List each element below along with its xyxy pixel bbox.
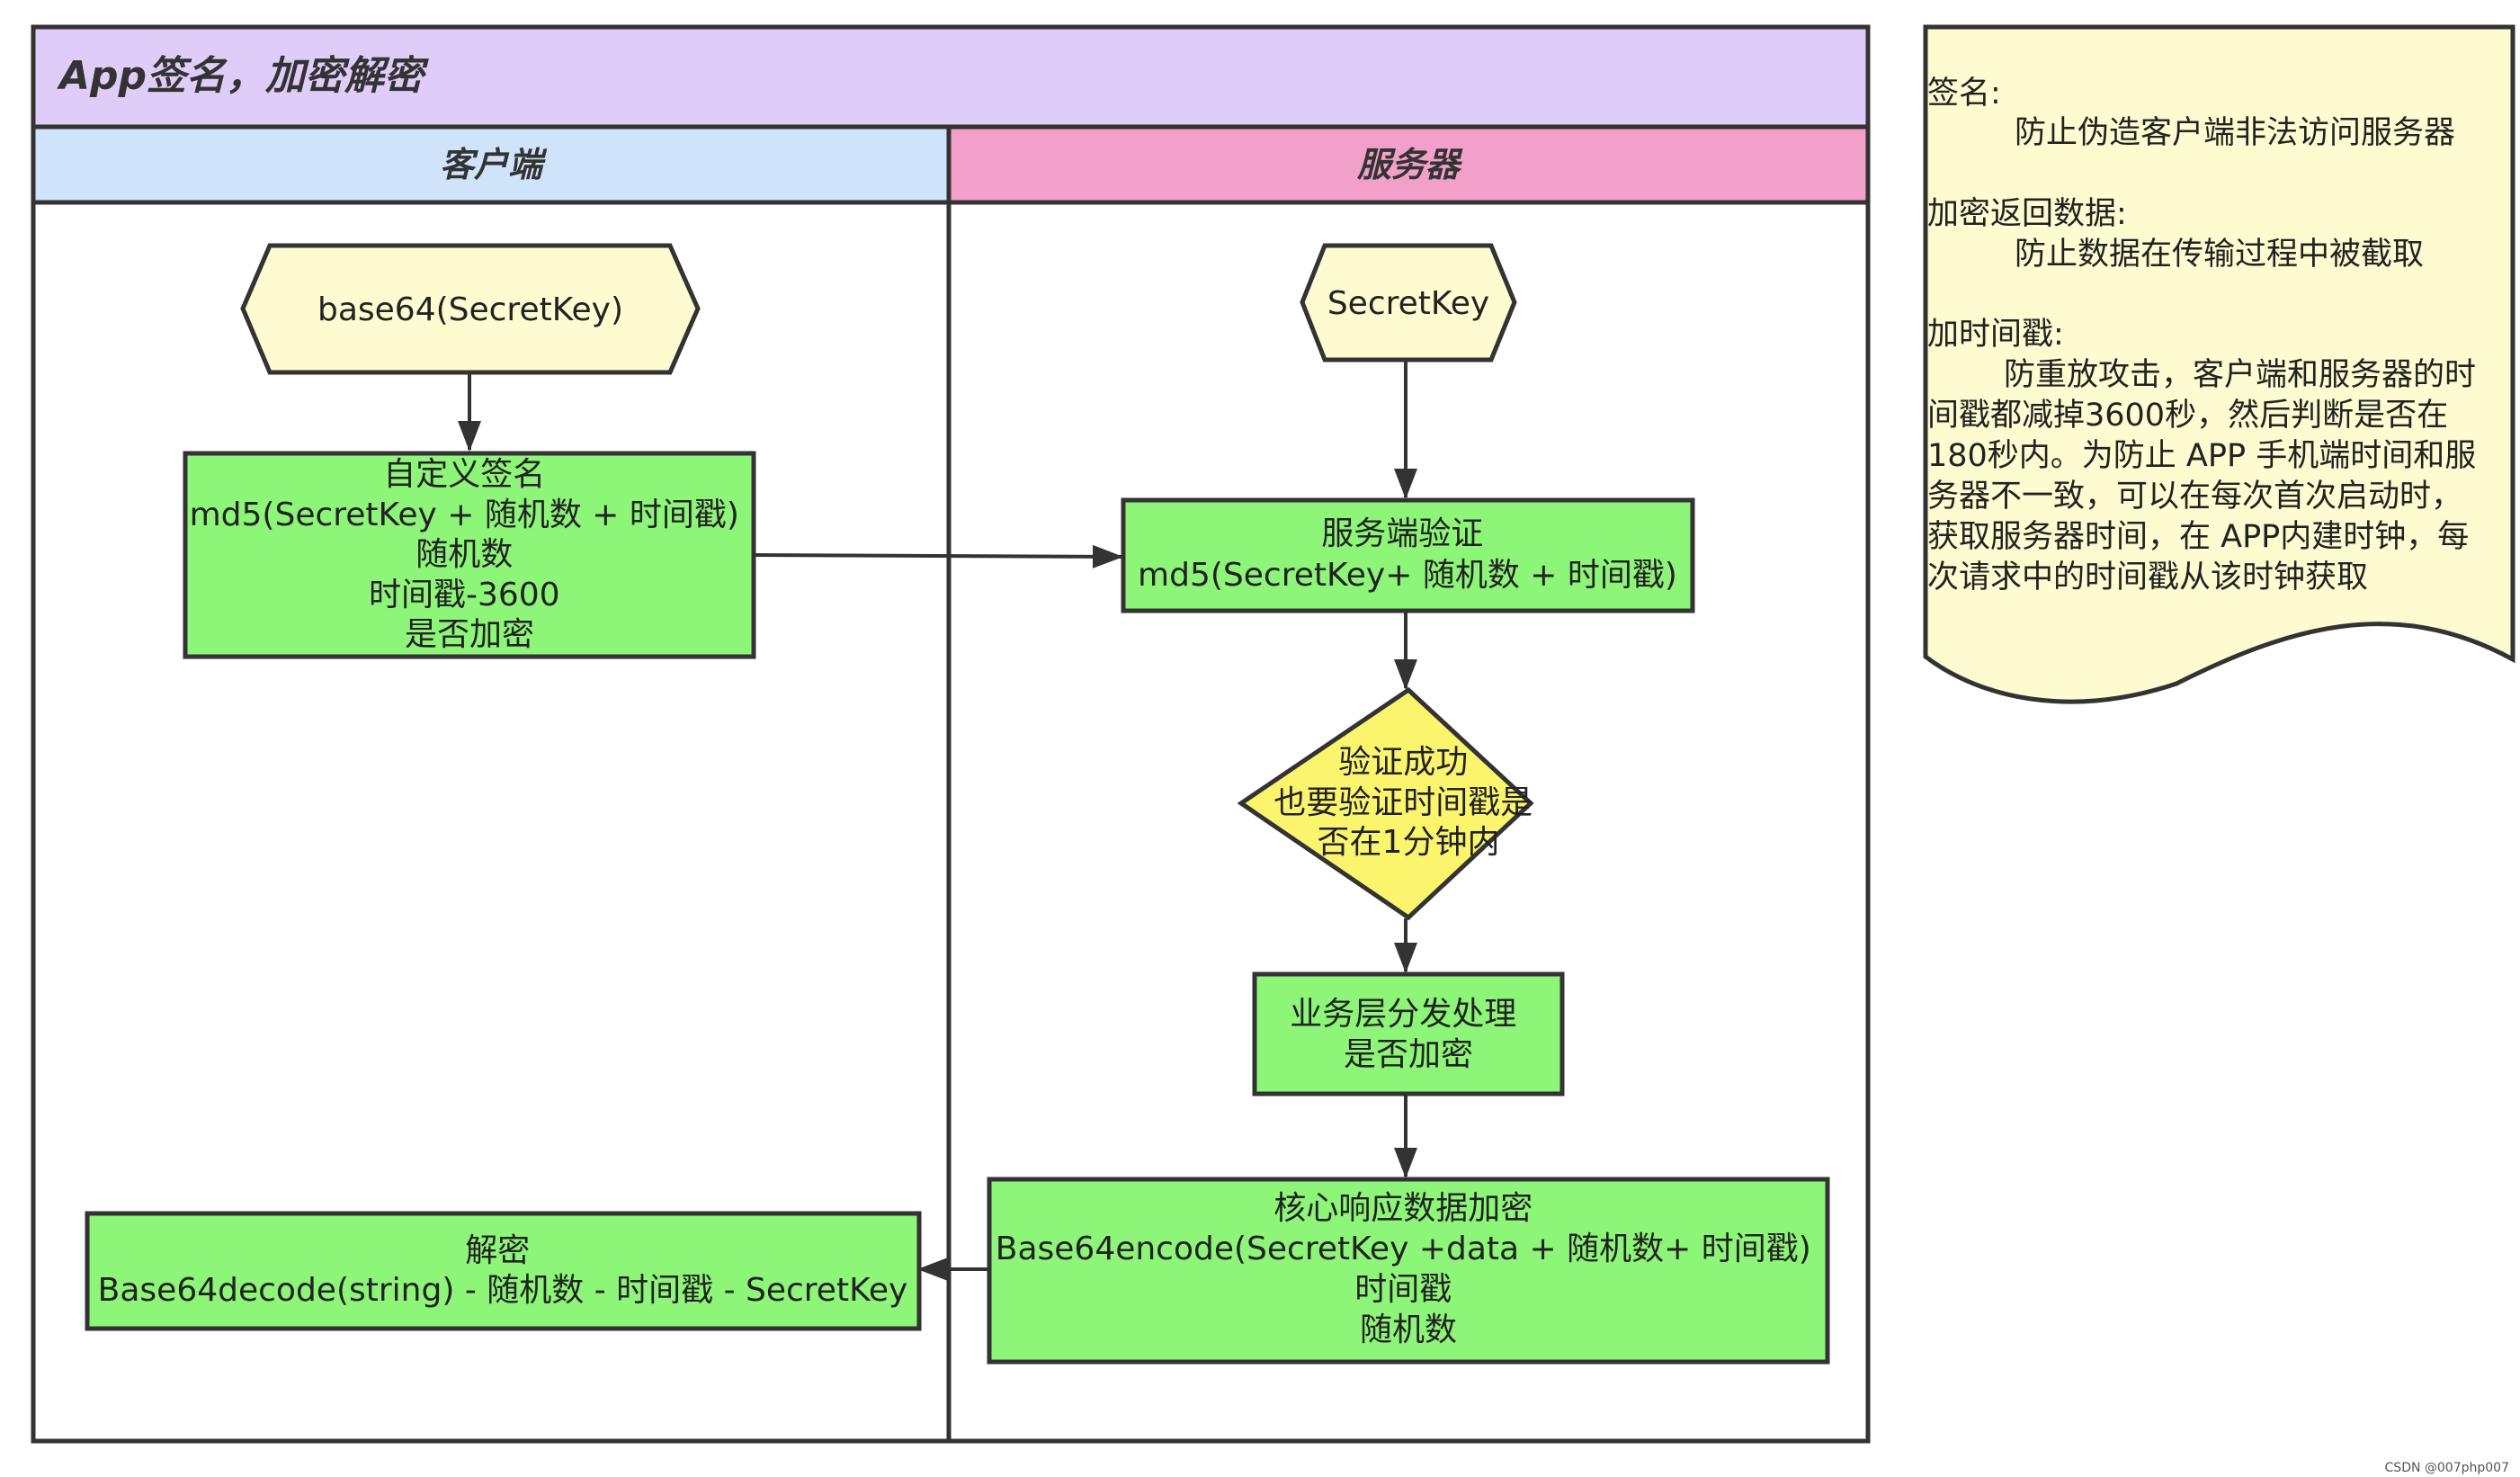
verify-decision-node: 验证成功 也要验证时间戳是 否在1分钟内 xyxy=(1237,686,1542,921)
note-line: 签名: xyxy=(1927,76,2001,112)
custom-sign-line: 是否加密 xyxy=(405,616,534,653)
custom-sign-line: 随机数 xyxy=(416,536,513,573)
business-node: 业务层分发处理 是否加密 xyxy=(1252,971,1565,1097)
verify-decision-line: 也要验证时间戳是 xyxy=(1273,784,1533,821)
core-encrypt-line: Base64encode(SecretKey +data + 随机数+ 时间戳) xyxy=(996,1231,1811,1267)
server-lane-header xyxy=(946,124,1871,205)
note-line: 防重放攻击，客户端和服务器的时 xyxy=(2004,357,2476,393)
business-line: 业务层分发处理 xyxy=(1290,996,1516,1033)
business-line: 是否加密 xyxy=(1344,1036,1473,1073)
custom-sign-node: 自定义签名 md5(SecretKey + 随机数 + 时间戳) 随机数 时间戳… xyxy=(183,451,756,659)
server-verify-box xyxy=(1121,497,1695,613)
server-lane-label: 服务器 xyxy=(1356,145,1463,184)
server-verify-text: 服务端验证 md5(SecretKey+ 随机数 + 时间戳) xyxy=(1138,515,1677,594)
server-key-hexagon xyxy=(1300,243,1517,363)
client-key-label: base64(SecretKey) xyxy=(317,291,623,328)
custom-sign-line: 时间戳-3600 xyxy=(369,577,560,613)
core-encrypt-line: 随机数 xyxy=(1360,1311,1457,1348)
watermark: CSDN @007php007 xyxy=(2385,1461,2509,1475)
swimlane-pool: App签名，加密解密 客户端 服务器 xyxy=(31,24,1871,1444)
decrypt-text: 解密 Base64decode(string) - 随机数 - 时间戳 - Se… xyxy=(98,1232,908,1309)
server-verify-line: 服务端验证 xyxy=(1321,515,1483,552)
note-line: 防止数据在传输过程中被截取 xyxy=(2015,237,2424,273)
note-line: 务器不一致，可以在每次首次启动时， xyxy=(1927,479,2462,515)
server-key-label: SecretKey xyxy=(1327,285,1489,322)
note-line: 获取服务器时间，在 APP内建时钟，每 xyxy=(1927,519,2469,555)
verify-decision-line: 验证成功 xyxy=(1338,744,1468,781)
diagram-title: App签名，加密解密 xyxy=(57,53,429,99)
note-line: 次请求中的时间戳从该时钟获取 xyxy=(1927,559,2368,595)
core-encrypt-line: 核心响应数据加密 xyxy=(1273,1190,1533,1227)
client-key-node: base64(SecretKey) xyxy=(240,243,701,375)
business-box xyxy=(1252,971,1565,1097)
verify-decision-line: 否在1分钟内 xyxy=(1318,824,1500,861)
note-text: 签名: 防止伪造客户端非法访问服务器 加密返回数据: 防止数据在传输过程中被截取… xyxy=(1927,76,2486,595)
note-line: 加时间戳: xyxy=(1927,317,2064,353)
title-bar xyxy=(31,24,1871,130)
custom-sign-text: 自定义签名 md5(SecretKey + 随机数 + 时间戳) 随机数 时间戳… xyxy=(190,456,750,653)
server-verify-line: md5(SecretKey+ 随机数 + 时间戳) xyxy=(1138,557,1677,594)
decrypt-line: Base64decode(string) - 随机数 - 时间戳 - Secre… xyxy=(98,1272,908,1309)
custom-sign-line: 自定义签名 xyxy=(383,456,545,493)
client-key-hexagon xyxy=(240,243,701,375)
core-encrypt-node: 核心响应数据加密 Base64encode(SecretKey +data + … xyxy=(987,1177,1830,1365)
note-line: 180秒内。为防止 APP 手机端时间和服 xyxy=(1927,438,2476,474)
decrypt-box xyxy=(85,1211,922,1331)
client-lane-label: 客户端 xyxy=(440,145,548,184)
verify-decision-text: 验证成功 也要验证时间戳是 否在1分钟内 xyxy=(1273,744,1542,861)
verify-decision-diamond xyxy=(1237,686,1534,921)
decrypt-line: 解密 xyxy=(465,1232,530,1269)
note-shape xyxy=(1923,24,2516,704)
business-text: 业务层分发处理 是否加密 xyxy=(1290,996,1526,1073)
note-line: 间戳都减掉3600秒，然后判断是否在 xyxy=(1927,398,2448,434)
custom-sign-box xyxy=(183,451,756,659)
decrypt-node: 解密 Base64decode(string) - 随机数 - 时间戳 - Se… xyxy=(85,1211,922,1331)
client-lane-header xyxy=(31,124,952,205)
core-encrypt-box xyxy=(987,1177,1830,1365)
note-line: 加密返回数据: xyxy=(1927,196,2127,232)
arrow-sign-to-verify xyxy=(753,544,1123,568)
core-encrypt-text: 核心响应数据加密 Base64encode(SecretKey +data + … xyxy=(996,1190,1822,1348)
note-line: 防止伪造客户端非法访问服务器 xyxy=(2015,115,2455,151)
custom-sign-line: md5(SecretKey + 随机数 + 时间戳) xyxy=(190,497,739,533)
core-encrypt-line: 时间戳 xyxy=(1354,1271,1452,1308)
connectors xyxy=(458,361,1417,1281)
server-key-node: SecretKey xyxy=(1300,243,1517,363)
server-verify-node: 服务端验证 md5(SecretKey+ 随机数 + 时间戳) xyxy=(1121,497,1695,613)
side-note: 签名: 防止伪造客户端非法访问服务器 加密返回数据: 防止数据在传输过程中被截取… xyxy=(1923,24,2516,704)
